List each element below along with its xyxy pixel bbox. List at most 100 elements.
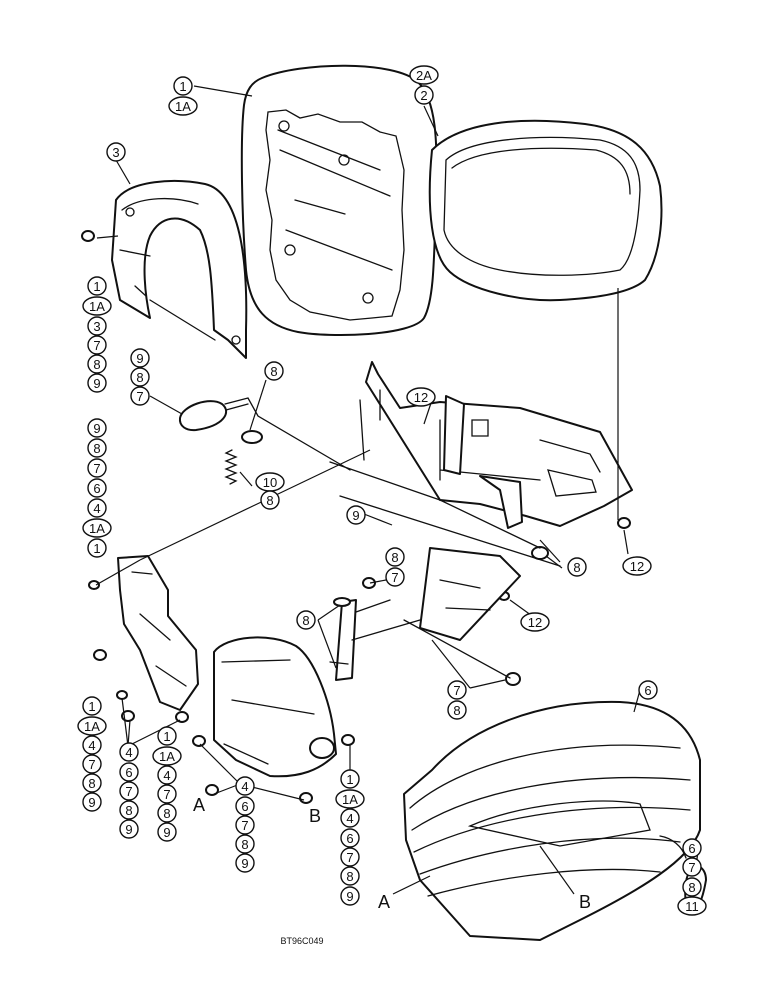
letter-b-upper: B xyxy=(309,806,321,826)
callout-c-h1: 9 xyxy=(130,348,150,368)
callout-label: 8 xyxy=(270,364,277,379)
callout-c-e5: 9 xyxy=(235,853,255,873)
callout-label: 8 xyxy=(573,560,580,575)
callout-label: 1 xyxy=(93,279,100,294)
seat-frame xyxy=(329,361,633,641)
callout-bubble xyxy=(260,490,280,510)
callout-bubble xyxy=(346,505,366,525)
callout-label: 12 xyxy=(414,390,428,405)
callout-label: 1A xyxy=(89,299,105,314)
callout-label: 4 xyxy=(125,745,132,760)
callout-c-h4: 8 xyxy=(264,361,284,381)
callout-label: 1A xyxy=(159,749,175,764)
callout-bubble xyxy=(340,866,360,886)
callout-c-g2: 7 xyxy=(682,857,702,877)
callout-bubble xyxy=(414,85,434,105)
callout-c-6t: 6 xyxy=(638,680,658,700)
callout-c-v4: 6 xyxy=(87,478,107,498)
callout-bubble xyxy=(87,498,107,518)
callout-label: 8 xyxy=(688,880,695,895)
callout-bubble xyxy=(87,316,107,336)
callout-bubble xyxy=(77,716,107,736)
callout-bubble xyxy=(638,680,658,700)
callout-c-9m: 9 xyxy=(346,505,366,525)
suspension-bellows xyxy=(403,700,701,941)
callout-c-d1: 1 xyxy=(157,726,177,746)
callout-label: 3 xyxy=(112,145,119,160)
figure-code: BT96C049 xyxy=(280,936,323,946)
callout-c-f7: 9 xyxy=(340,886,360,906)
callout-bubble xyxy=(235,796,255,816)
callout-label: 2A xyxy=(416,68,432,83)
callout-bubble xyxy=(119,762,139,782)
callout-c-b4: 8 xyxy=(119,800,139,820)
callout-c-3: 3 xyxy=(106,142,126,162)
callout-c-v6: 1A xyxy=(82,518,112,538)
callout-bubble xyxy=(119,742,139,762)
callout-label: 8 xyxy=(136,370,143,385)
callout-bubble xyxy=(157,765,177,785)
callout-bubble xyxy=(335,789,365,809)
callout-label: 8 xyxy=(93,441,100,456)
callout-label: 9 xyxy=(346,889,353,904)
callout-c-b5: 9 xyxy=(119,819,139,839)
callout-bubble xyxy=(340,886,360,906)
callout-label: 7 xyxy=(453,683,460,698)
callout-c-v7: 1 xyxy=(87,538,107,558)
callout-bubble xyxy=(119,819,139,839)
callout-bubble xyxy=(385,547,405,567)
spring xyxy=(224,449,238,485)
callout-label: 1A xyxy=(89,521,105,536)
callout-c-v2: 8 xyxy=(87,438,107,458)
callout-c-a6: 9 xyxy=(82,792,102,812)
callout-c-d6: 9 xyxy=(157,822,177,842)
letter-a-lower: A xyxy=(378,892,390,912)
callout-label: 4 xyxy=(346,811,353,826)
callout-bubble xyxy=(87,438,107,458)
callout-label: 3 xyxy=(93,319,100,334)
callout-bubble xyxy=(622,556,652,576)
callout-label: 4 xyxy=(241,779,248,794)
callout-c-f3: 4 xyxy=(340,808,360,828)
callout-bubble xyxy=(87,458,107,478)
callout-c-12a: 12 xyxy=(406,387,436,407)
callout-label: 8 xyxy=(453,703,460,718)
callout-c-1b: 1A xyxy=(168,96,198,116)
callout-label: 9 xyxy=(93,376,100,391)
callout-bubble xyxy=(87,418,107,438)
callout-bubble xyxy=(235,853,255,873)
callout-label: 8 xyxy=(391,550,398,565)
callout-label: 8 xyxy=(346,869,353,884)
callout-bubble xyxy=(340,828,360,848)
callout-c-a4: 7 xyxy=(82,754,102,774)
callout-c-g3: 8 xyxy=(682,877,702,897)
callout-bubble xyxy=(447,680,467,700)
callout-label: 1 xyxy=(163,729,170,744)
callout-label: 7 xyxy=(163,787,170,802)
callout-c-s1: 10 xyxy=(255,472,285,492)
callout-c-e4: 8 xyxy=(235,834,255,854)
callout-label: 6 xyxy=(93,481,100,496)
callout-label: 1 xyxy=(346,772,353,787)
callout-bubble xyxy=(168,96,198,116)
callout-bubble xyxy=(157,822,177,842)
callout-c-12b: 12 xyxy=(622,556,652,576)
callout-c-d4: 7 xyxy=(157,784,177,804)
callout-label: 1 xyxy=(179,79,186,94)
callout-bubble xyxy=(87,478,107,498)
callout-bubble xyxy=(87,276,107,296)
callout-label: 7 xyxy=(346,850,353,865)
callout-c-a2: 1A xyxy=(77,716,107,736)
callout-bubble xyxy=(235,815,255,835)
callout-label: 9 xyxy=(163,825,170,840)
pivot-link xyxy=(329,597,511,681)
callout-c-l4: 7 xyxy=(87,335,107,355)
callout-bubble xyxy=(406,387,436,407)
callout-bubble xyxy=(157,726,177,746)
callout-bubble xyxy=(385,567,405,587)
callout-c-1a: 1 xyxy=(173,76,193,96)
callout-label: 6 xyxy=(125,765,132,780)
callout-bubble xyxy=(87,354,107,374)
callout-bubble xyxy=(677,896,707,916)
